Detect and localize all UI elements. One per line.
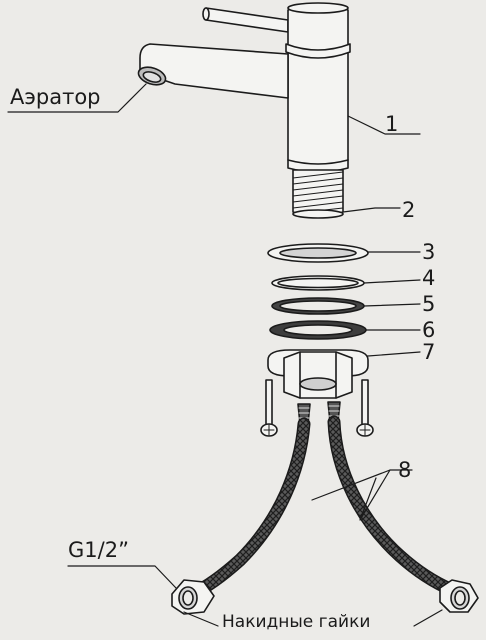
handle-lever [202, 7, 289, 33]
leader-aerator [7, 83, 147, 113]
faucet-spout [139, 43, 289, 99]
part-number-3: 3 [422, 240, 436, 264]
union-nut-left [171, 579, 215, 615]
part-number-5: 5 [422, 292, 436, 316]
braided-hose-right [327, 415, 459, 597]
leader-7 [367, 351, 421, 357]
mounting-plate [267, 349, 369, 399]
leader-1 [347, 115, 421, 135]
leader-2 [342, 207, 401, 213]
thread-size-label: G1/2” [68, 538, 129, 562]
union-nuts-label: Накидные гайки [222, 612, 371, 632]
part-number-7: 7 [422, 340, 436, 364]
braided-hose-left [185, 417, 311, 601]
leader-nuts [183, 609, 443, 627]
part-number-4: 4 [422, 266, 436, 290]
leader-4 [363, 279, 421, 284]
part-number-8: 8 [398, 458, 412, 482]
gasket-ring [271, 297, 365, 315]
part-number-1: 1 [385, 112, 399, 136]
leader-5 [363, 303, 421, 307]
flange-washer [267, 243, 369, 263]
part-number-6: 6 [422, 318, 436, 342]
leader-lines [7, 83, 443, 627]
leader-8 [311, 469, 413, 521]
mounting-stud-right [356, 379, 374, 437]
faucet-body [285, 2, 351, 173]
thin-ring [271, 275, 365, 291]
threaded-shank [292, 169, 344, 219]
aerator-label: Аэратор [10, 85, 101, 109]
aerator [137, 66, 167, 86]
union-nut-right [439, 579, 479, 613]
rubber-seal [269, 320, 367, 340]
mounting-stud-left [260, 379, 278, 437]
part-number-2: 2 [402, 198, 416, 222]
leader-thread [67, 565, 177, 589]
